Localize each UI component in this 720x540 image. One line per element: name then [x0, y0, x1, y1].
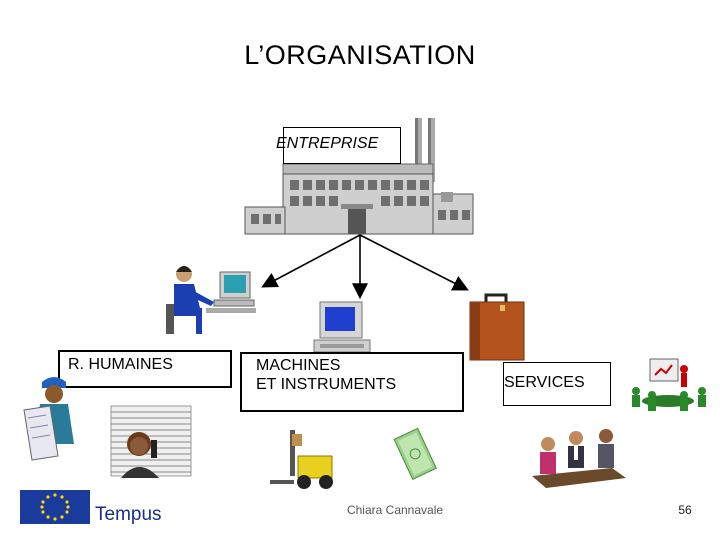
human-resources-label: R. HUMAINES — [68, 356, 173, 373]
forklift-icon — [270, 430, 333, 489]
human-resources-box: R. HUMAINES — [58, 350, 232, 388]
machines-label-line2: ET INSTRUMENTS — [256, 376, 397, 393]
factory-icon — [244, 118, 474, 235]
services-box: SERVICES — [503, 362, 611, 406]
arrow-to-rh — [261, 234, 361, 288]
phone-operator-icon — [110, 405, 192, 478]
page-number: 56 — [678, 503, 692, 517]
engineer-blueprint-icon — [23, 377, 74, 461]
machines-instruments-box: MACHINES ET INSTRUMENTS — [240, 352, 464, 412]
eu-flag-icon — [20, 490, 90, 524]
enterprise-label: ENTREPRISE — [276, 135, 379, 152]
meeting-icon — [532, 429, 626, 488]
presentation-icon — [632, 358, 706, 411]
tempus-logo-text: Tempus — [95, 504, 162, 525]
briefcase-icon — [469, 293, 525, 361]
office-worker-computer-icon — [166, 266, 256, 334]
footer-author: Chiara Cannavale — [346, 503, 444, 517]
services-label: SERVICES — [504, 374, 585, 391]
computer-icon — [313, 301, 371, 353]
money-stack-icon — [393, 427, 437, 480]
page-title: L’ORGANISATION — [244, 40, 476, 70]
machines-label-line1: MACHINES — [256, 357, 341, 374]
arrow-to-services — [359, 234, 469, 291]
enterprise-box: ENTREPRISE — [276, 127, 401, 164]
